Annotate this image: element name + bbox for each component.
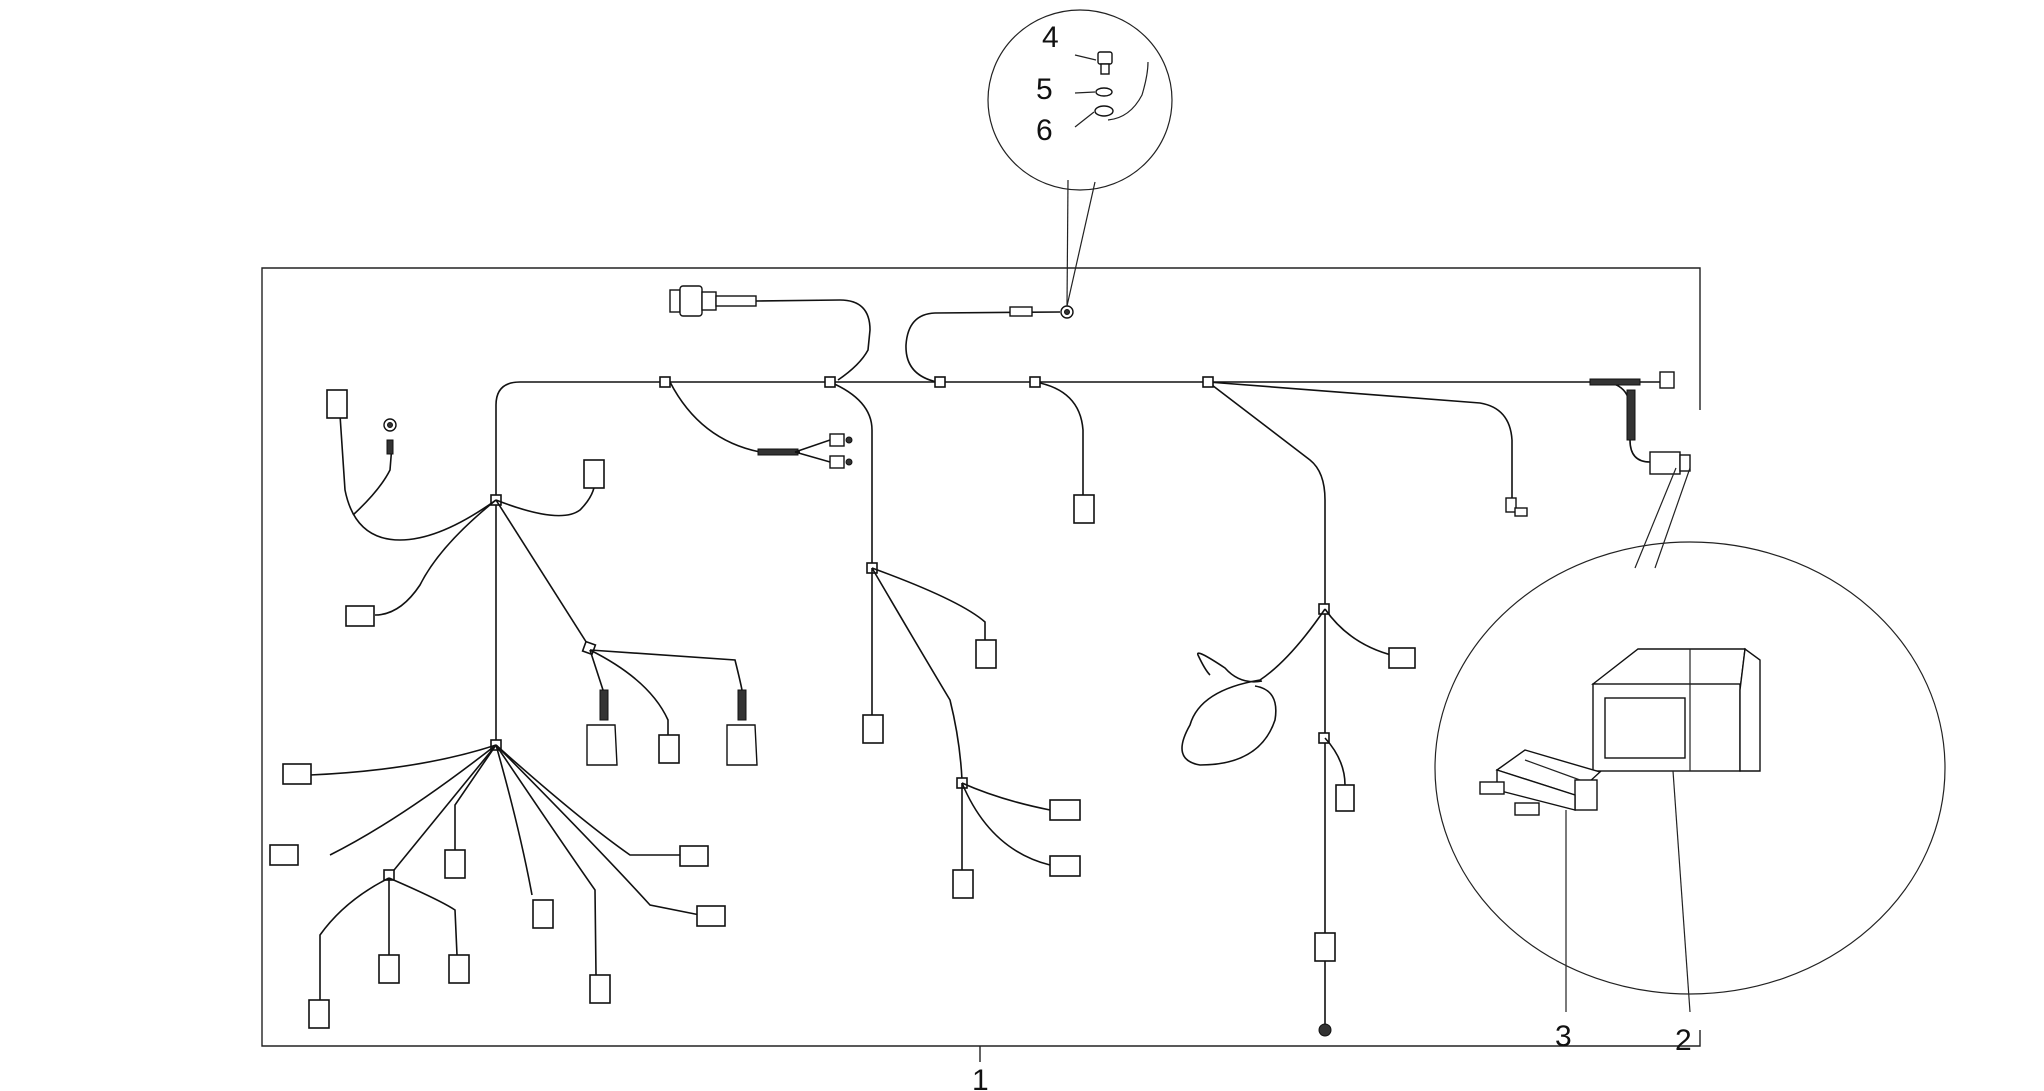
washer-part: [1095, 87, 1113, 97]
callout-6: 6: [1036, 114, 1053, 147]
detail-circle-ground: 4 5 6: [987, 9, 1173, 191]
callout-4: 4: [1042, 21, 1059, 54]
upper-left-branch: [669, 381, 853, 469]
battery-terminal: [1589, 371, 1691, 475]
fuse-part: [1479, 749, 1602, 816]
fuse-holder-part: [1591, 647, 1761, 772]
center-branch: [829, 381, 1081, 899]
harness-frame: [261, 267, 1701, 1062]
left-cluster: [269, 389, 758, 1029]
detail-circle-fuse: 3 2: [1434, 467, 1946, 1057]
ground-eyelet-wire: [905, 179, 1096, 383]
callout-3: 3: [1555, 1020, 1572, 1053]
screw-part: [1097, 51, 1113, 75]
trunk-nodes: [659, 376, 1214, 388]
lock-washer-part: [1094, 105, 1114, 117]
callout-2: 2: [1675, 1024, 1692, 1057]
main-trunk: [495, 381, 1651, 500]
callout-1: 1: [972, 1064, 989, 1091]
top-round-connector: [669, 285, 871, 381]
callout-5: 5: [1036, 73, 1053, 106]
right-branch: [1181, 381, 1528, 1037]
center-right-branch: [1034, 381, 1095, 524]
